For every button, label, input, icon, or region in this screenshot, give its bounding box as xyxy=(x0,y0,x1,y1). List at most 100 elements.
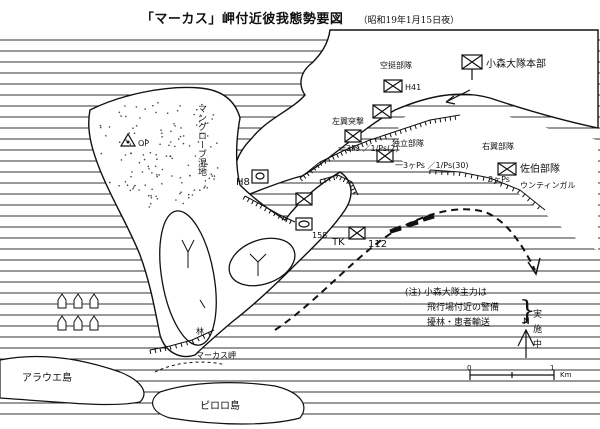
mangrove-dot xyxy=(109,182,111,184)
mangrove-dot xyxy=(214,175,216,177)
mangrove-dot xyxy=(179,193,181,195)
trench-tick xyxy=(483,177,484,181)
mangrove-dot xyxy=(132,188,134,190)
title-text: 「マーカス」岬付近彼我態勢要図 xyxy=(141,12,344,27)
trench-tick xyxy=(353,192,357,194)
mangrove-dot xyxy=(151,189,153,191)
mangrove-dot xyxy=(155,166,157,168)
mangrove-dot xyxy=(101,153,103,155)
mangrove-dot xyxy=(134,185,136,187)
mangrove-dot xyxy=(170,130,172,132)
mangrove-dot xyxy=(170,156,172,158)
mangrove-dot xyxy=(193,114,195,116)
mangrove-dot xyxy=(109,126,111,128)
mangrove-dot xyxy=(180,127,182,129)
map-note: (注) 小森大隊主力は 飛行場付近の警備 擾林・患者輸送 } 実施中 xyxy=(405,286,499,331)
mangrove-dot xyxy=(156,158,158,160)
trench-tick xyxy=(395,132,396,136)
mangrove-dot xyxy=(144,108,146,110)
mangrove-dot xyxy=(125,116,127,118)
trench-tick xyxy=(471,174,472,178)
note-line-2: 飛行場付近の警備 xyxy=(405,301,499,316)
north-arrow xyxy=(518,330,534,358)
mangrove-dot xyxy=(139,117,141,119)
trench-tick xyxy=(477,176,478,180)
mangrove-dot xyxy=(175,199,177,201)
mangrove-dot xyxy=(151,197,153,199)
scale-zero: 0 xyxy=(467,364,471,372)
label-sub-units-1: 一3Ps ／1/Ps(2) xyxy=(338,145,398,153)
mangrove-dot xyxy=(155,154,157,156)
mangrove-dot xyxy=(131,171,133,173)
mangrove-dot xyxy=(206,164,208,166)
boat-icon xyxy=(90,316,98,330)
mangrove-dot xyxy=(142,171,144,173)
label-pilelo-island: ピロロ島 xyxy=(200,402,240,412)
label-arawe-island: アラウエ島 xyxy=(22,374,72,384)
mangrove-dot xyxy=(192,194,194,196)
mangrove-dot xyxy=(207,122,209,124)
north-label: N xyxy=(523,318,530,327)
mangrove-dot xyxy=(181,182,183,184)
label-mangrove: マングローブ湿地 xyxy=(196,104,205,176)
label-op: OP xyxy=(138,140,149,148)
mangrove-dot xyxy=(211,175,213,177)
label-right-unit: 右翼部隊 xyxy=(482,143,514,151)
mangrove-dot xyxy=(124,105,126,107)
label-sub-units-2: 一3ヶPs ／1/Ps(30) xyxy=(395,162,469,170)
mangrove-dot xyxy=(136,106,138,108)
mangrove-dot xyxy=(174,146,176,148)
mangrove-dot xyxy=(152,105,154,107)
label-112: 112 xyxy=(368,240,387,250)
mangrove-dot xyxy=(160,129,162,131)
map-title: 「マーカス」岬付近彼我態勢要図 （昭和19年1月15日夜） xyxy=(0,8,600,27)
mangrove-dot xyxy=(189,175,191,177)
mangrove-dot xyxy=(171,175,173,177)
note-mark: (注) xyxy=(405,288,421,298)
mangrove-dot xyxy=(161,136,163,138)
mangrove-dot xyxy=(105,135,107,137)
label-hayashi: 林 xyxy=(196,328,204,336)
op-dot xyxy=(127,141,130,144)
mangrove-dot xyxy=(125,181,127,183)
mangrove-dot xyxy=(155,112,157,114)
label-sub-units-3: 3ヶPs xyxy=(488,176,510,184)
note-line-3: 擾林・患者輸送 xyxy=(405,316,499,331)
boat-icon xyxy=(58,316,66,330)
mangrove-dot xyxy=(210,146,212,148)
boat-icon xyxy=(407,220,418,227)
boat-icon xyxy=(74,294,82,308)
mangrove-dot xyxy=(217,167,219,169)
mangrove-dot xyxy=(132,127,134,129)
label-wuntingalu: ウンティンガル xyxy=(520,182,576,190)
mangrove-dot xyxy=(194,189,196,191)
scale-unit: Km xyxy=(560,371,571,379)
trench-tick xyxy=(445,118,446,122)
label-tk: TK xyxy=(332,238,345,248)
label-kugeki-unit: 空挺部隊 xyxy=(380,62,412,70)
trench-tick xyxy=(155,349,156,353)
mangrove-dot xyxy=(144,184,146,186)
mangrove-dot xyxy=(174,125,176,127)
mangrove-dot xyxy=(183,143,185,145)
note-side: 実施中 xyxy=(533,308,542,353)
mangrove-dot xyxy=(173,123,175,125)
mangrove-dot xyxy=(180,177,182,179)
mangrove-dot xyxy=(180,191,182,193)
mangrove-dot xyxy=(188,165,190,167)
mangrove-dot xyxy=(130,153,132,155)
mangrove-dot xyxy=(155,196,157,198)
trench-tick xyxy=(380,137,381,141)
trench-tick xyxy=(333,156,335,160)
mangrove-dot xyxy=(177,110,179,112)
mangrove-dot xyxy=(159,144,161,146)
mangrove-dot xyxy=(130,143,132,145)
mangrove-dot xyxy=(162,169,164,171)
mangrove-dot xyxy=(211,173,213,175)
label-kokomori-hq: 小森大隊本部 xyxy=(486,60,546,70)
label-dokuritsu-unit: 独立部隊 xyxy=(392,140,424,148)
mangrove-dot xyxy=(166,155,168,157)
mangrove-dot xyxy=(144,159,146,161)
trench-tick xyxy=(455,116,456,120)
mangrove-dot xyxy=(136,125,138,127)
